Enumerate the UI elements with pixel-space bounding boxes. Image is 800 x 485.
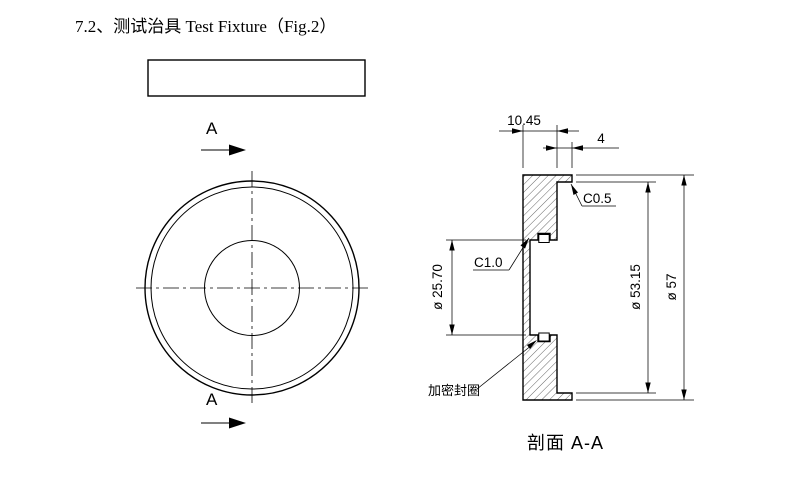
chamfer-outer-value: C0.5 bbox=[583, 191, 612, 206]
chamfer-inner-value: C1.0 bbox=[474, 255, 503, 270]
section-arrow-head-top bbox=[229, 144, 246, 156]
arrowhead bbox=[645, 182, 651, 193]
arrowhead bbox=[645, 382, 651, 393]
disc-side-view-outline bbox=[147, 59, 366, 97]
dim-bore-diameter: ø 25.70 bbox=[430, 239, 526, 336]
section-caption: 剖面 A-A bbox=[527, 433, 604, 453]
leader-line bbox=[476, 344, 533, 390]
chamfer-callout-inner: C1.0 bbox=[473, 237, 530, 271]
section-marker-top: A bbox=[201, 119, 246, 156]
arrowhead bbox=[557, 128, 568, 134]
arrowhead bbox=[681, 175, 687, 186]
arrowhead bbox=[449, 324, 455, 335]
leader-line bbox=[570, 183, 583, 207]
leader-line bbox=[508, 237, 530, 271]
arrowhead bbox=[449, 240, 455, 251]
arrowhead bbox=[681, 389, 687, 400]
dim-rim-value: 4 bbox=[597, 131, 605, 146]
dim-recess-value: ø 53.15 bbox=[628, 264, 643, 310]
section-arrow-head-bottom bbox=[229, 417, 246, 429]
seal-ring-top bbox=[538, 234, 550, 243]
seal-callout: 加密封圈 bbox=[428, 340, 537, 398]
dim-outer-diameter: ø 57 bbox=[576, 174, 694, 401]
part-cross-section bbox=[522, 174, 573, 401]
seal-ring-bottom bbox=[538, 332, 550, 342]
dim-width: 10.45 bbox=[499, 113, 579, 168]
seal-ring-label: 加密封圈 bbox=[428, 383, 480, 398]
dim-outer-value: ø 57 bbox=[664, 273, 679, 300]
dim-recess-diameter: ø 53.15 bbox=[576, 181, 656, 394]
dim-bore-value: ø 25.70 bbox=[430, 264, 445, 310]
arrowhead bbox=[572, 145, 583, 151]
dim-rim: 4 bbox=[543, 131, 619, 168]
front-view: A A bbox=[136, 59, 369, 429]
page-title: 7.2、测试治具 Test Fixture（Fig.2） bbox=[75, 17, 337, 36]
dim-width-value: 10.45 bbox=[507, 113, 541, 128]
arrowhead bbox=[520, 238, 529, 249]
section-view: 10.45 4 C0.5 C1.0 bbox=[428, 113, 694, 453]
section-label-top: A bbox=[206, 119, 218, 138]
arrowhead bbox=[546, 145, 557, 151]
section-label-bottom: A bbox=[206, 390, 218, 409]
arrowhead bbox=[512, 128, 523, 134]
section-marker-bottom: A bbox=[201, 390, 246, 429]
chamfer-callout-outer: C0.5 bbox=[570, 183, 616, 207]
